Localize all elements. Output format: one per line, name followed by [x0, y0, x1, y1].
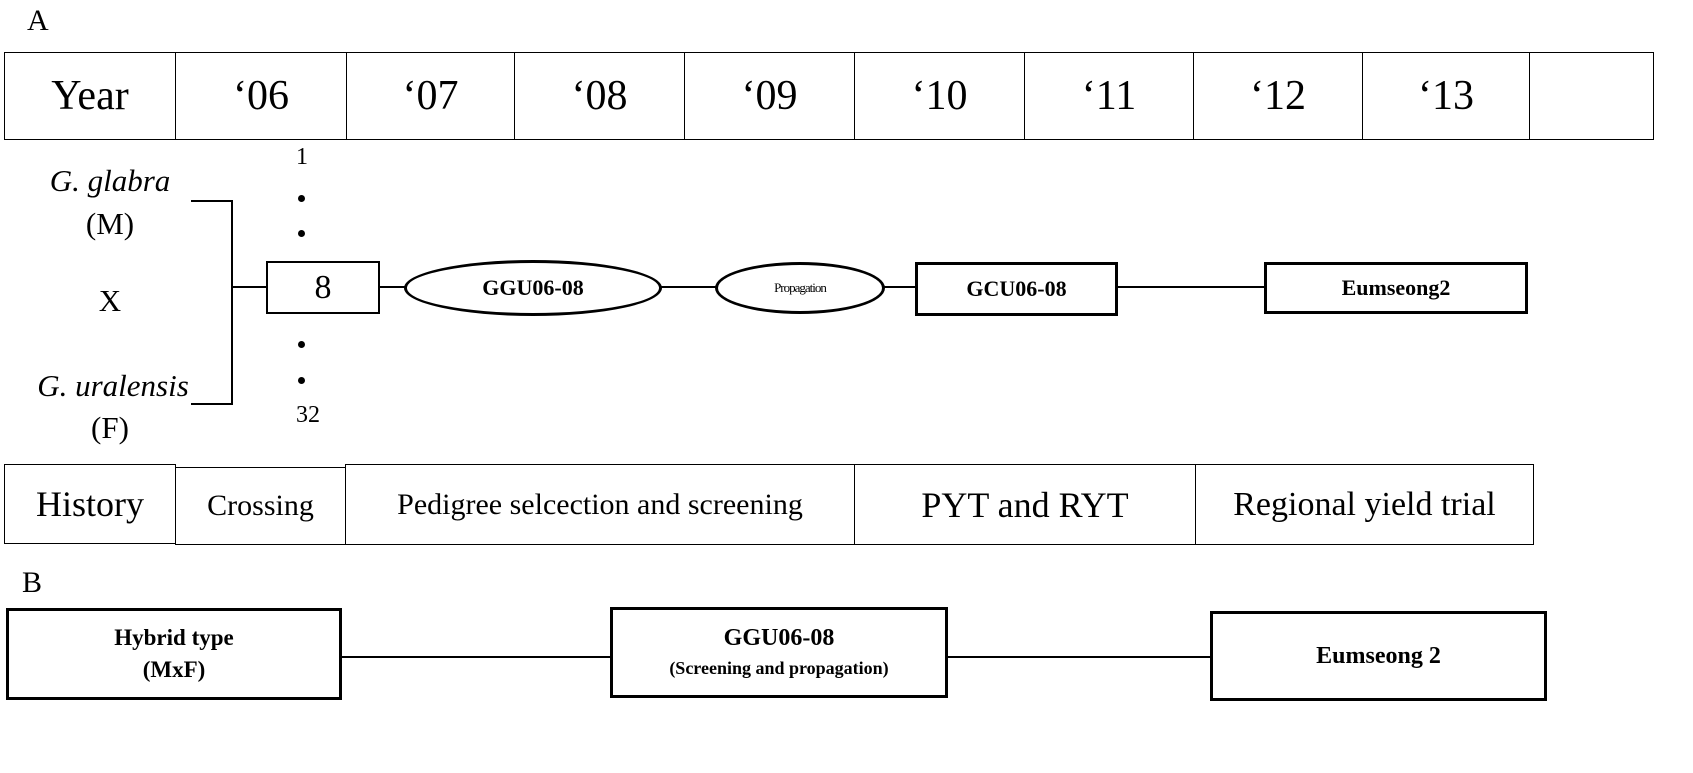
connector-8-to-ggu: [380, 286, 406, 288]
panel-b-label: B: [22, 566, 43, 599]
eumseong2-box: Eumseong2: [1264, 262, 1528, 314]
history-pyt-ryt-cell: PYT and RYT: [854, 464, 1196, 545]
female-parent-tag: (F): [91, 410, 129, 445]
screening-propagation-label: (Screening and propagation): [669, 657, 889, 678]
year-header-cell: Year: [4, 52, 176, 140]
hybrid-cross-label: (MxF): [142, 657, 206, 682]
connector-propagation-to-gcu: [884, 286, 916, 288]
year-cell-07: ‘07: [346, 52, 515, 140]
history-header-cell: History: [4, 464, 176, 544]
year-cell-06: ‘06: [175, 52, 347, 140]
hybrid-type-box: Hybrid type (MxF): [6, 608, 342, 700]
progeny-dot-1: [298, 195, 305, 202]
connector-hybrid-to-ggu: [341, 656, 612, 658]
history-pedigree-cell: Pedigree selcection and screening: [345, 464, 855, 545]
year-cell-11: ‘11: [1024, 52, 1194, 140]
year-cell-09: ‘09: [684, 52, 855, 140]
bracket-top: [191, 200, 233, 202]
progeny-last-number: 32: [296, 402, 320, 428]
eumseong-2-box: Eumseong 2: [1210, 611, 1547, 701]
year-cell-12: ‘12: [1193, 52, 1363, 140]
propagation-ellipse: Propagation: [715, 262, 885, 314]
ggu06-08-ellipse: GGU06-08: [404, 260, 662, 316]
cross-symbol: X: [98, 283, 122, 318]
connector-ggu-to-propagation: [661, 286, 717, 288]
progeny-dot-2: [298, 230, 305, 237]
gcu06-08-box: GCU06-08: [915, 262, 1118, 316]
progeny-selected-box: 8: [266, 261, 380, 314]
history-crossing-cell: Crossing: [175, 467, 346, 545]
bracket-connector: [231, 286, 267, 288]
female-parent-name: G. uralensis: [37, 368, 189, 403]
male-parent-tag: (M): [85, 206, 135, 241]
panel-a-label: A: [27, 4, 49, 37]
hybrid-type-label: Hybrid type: [114, 625, 234, 650]
male-parent-name: G. glabra: [49, 163, 171, 198]
connector-gcu-to-eumseong2: [1117, 286, 1266, 288]
history-regional-trial-cell: Regional yield trial: [1195, 464, 1534, 545]
year-cell-08: ‘08: [514, 52, 685, 140]
progeny-dot-4: [298, 377, 305, 384]
connector-ggu-to-eumseong: [947, 656, 1212, 658]
ggu06-08-label: GGU06-08: [723, 624, 835, 651]
progeny-dot-3: [298, 341, 305, 348]
ggu06-08-screening-box: GGU06-08 (Screening and propagation): [610, 607, 948, 698]
progeny-first-number: 1: [296, 144, 308, 170]
bracket-vertical: [231, 200, 233, 405]
bracket-bottom: [191, 403, 233, 405]
year-cell-10: ‘10: [854, 52, 1025, 140]
year-cell-13: ‘13: [1362, 52, 1530, 140]
